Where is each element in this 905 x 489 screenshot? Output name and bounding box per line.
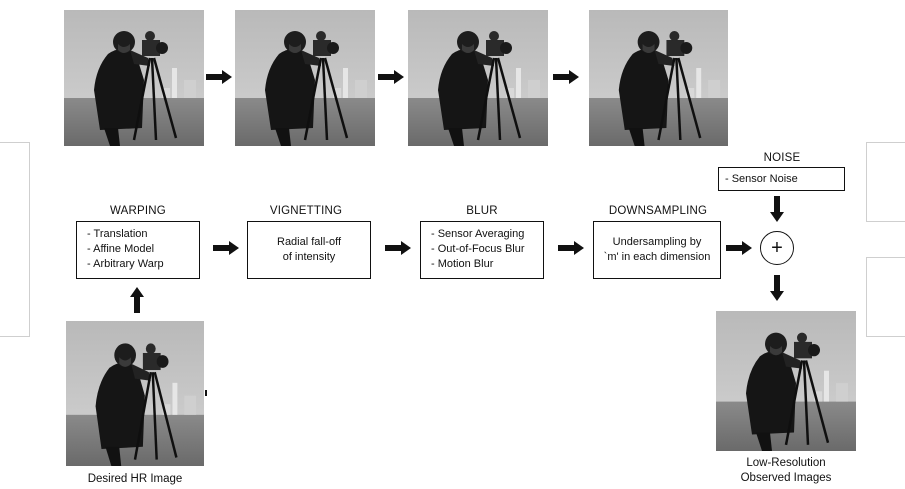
right-edge-frame-top — [866, 142, 905, 222]
sum-node: + — [760, 231, 794, 265]
arrow-right-icon — [558, 241, 584, 255]
arrow-down-icon — [770, 275, 784, 301]
warping-item: - Translation — [87, 228, 148, 240]
cameraman-image — [64, 10, 204, 146]
noise-title: NOISE — [763, 152, 801, 164]
downsampling-box: Undersampling by `m' in each dimension — [593, 221, 721, 279]
warping-item: - Arbitrary Warp — [87, 258, 164, 270]
right-edge-frame-bottom — [866, 257, 905, 337]
blur-item: - Motion Blur — [431, 258, 494, 270]
blur-box: - Sensor Averaging - Out-of-Focus Blur -… — [420, 221, 544, 279]
downsampling-text: Undersampling by — [612, 236, 702, 248]
arrow-right-icon — [213, 241, 239, 255]
vignetting-text: of intensity — [282, 251, 336, 263]
vignetting-title: VIGNETTING — [269, 205, 343, 217]
output-caption-line: Low-Resolution — [746, 457, 826, 469]
cameraman-image — [66, 321, 204, 466]
vignetting-box: Radial fall-off of intensity — [247, 221, 371, 279]
photo-warped — [64, 10, 204, 146]
left-edge-frame — [0, 142, 30, 337]
arrow-right-icon — [378, 70, 404, 84]
stray-mark — [205, 390, 207, 396]
arrow-right-icon — [206, 70, 232, 84]
vignetting-text: Radial fall-off — [277, 236, 341, 248]
arrow-right-icon — [553, 70, 579, 84]
photo-input — [66, 321, 204, 466]
warping-item: - Affine Model — [87, 243, 155, 255]
downsampling-title: DOWNSAMPLING — [608, 205, 708, 217]
arrow-up-icon — [130, 287, 144, 313]
photo-blurred — [408, 10, 548, 146]
noise-box: - Sensor Noise — [718, 167, 845, 191]
plus-icon: + — [771, 237, 783, 259]
photo-downsampled — [589, 10, 728, 146]
output-caption: Low-Resolution Observed Images — [716, 456, 856, 486]
blur-item: - Out-of-Focus Blur — [431, 243, 525, 255]
cameraman-image — [235, 10, 375, 146]
photo-vignetted — [235, 10, 375, 146]
arrow-right-icon — [726, 241, 752, 255]
blur-title: BLUR — [466, 205, 498, 217]
arrow-right-icon — [385, 241, 411, 255]
cameraman-image — [408, 10, 548, 146]
photo-output — [716, 311, 856, 451]
input-caption: Desired HR Image — [87, 473, 183, 485]
arrow-down-icon — [770, 196, 784, 222]
cameraman-image — [589, 10, 728, 146]
output-caption-line: Observed Images — [740, 472, 832, 484]
cameraman-image — [716, 311, 856, 451]
downsampling-text: `m' in each dimension — [603, 251, 711, 263]
warping-title: WARPING — [110, 205, 166, 217]
warping-box: - Translation - Affine Model - Arbitrary… — [76, 221, 200, 279]
blur-item: - Sensor Averaging — [431, 228, 525, 240]
noise-item: - Sensor Noise — [725, 173, 798, 185]
